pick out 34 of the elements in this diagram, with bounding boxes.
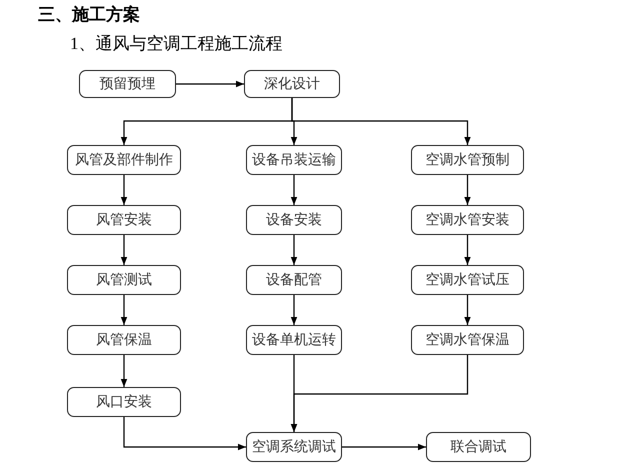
process-box: 空调水管试压: [411, 265, 524, 295]
process-box: 风管及部件制作: [67, 145, 181, 175]
process-box: 预留预埋: [79, 70, 176, 98]
arrow: [290, 175, 298, 205]
process-box: 设备吊装运输: [246, 145, 342, 175]
process-box: 空调水管预制: [411, 145, 524, 175]
arrow: [120, 175, 128, 205]
process-box: 设备配管: [246, 265, 342, 295]
arrow: [120, 355, 128, 387]
process-box: 空调系统调试: [246, 432, 342, 462]
arrow: [120, 295, 128, 325]
subheading: 1、通风与空调工程施工流程: [70, 33, 282, 55]
arrow: [176, 80, 244, 88]
process-box: 风口安装: [67, 387, 181, 417]
arrow: [464, 295, 471, 325]
process-box: 联合调试: [426, 432, 531, 462]
process-box: 空调水管保温: [411, 325, 524, 355]
section-heading: 三、施工方案: [38, 4, 140, 26]
process-box: 设备安装: [246, 205, 342, 235]
process-box: 风管测试: [67, 265, 181, 295]
process-box: 风管保温: [67, 325, 181, 355]
arrow: [123, 417, 246, 450]
process-box: 空调水管安装: [411, 205, 524, 235]
arrow: [290, 355, 468, 432]
arrow: [290, 235, 298, 265]
arrow: [290, 295, 298, 325]
arrow: [464, 235, 471, 265]
process-box: 设备单机运转: [246, 325, 342, 355]
arrow: [120, 235, 128, 265]
arrow: [291, 98, 471, 145]
process-box: 深化设计: [244, 70, 340, 98]
arrow: [464, 175, 471, 205]
arrow: [342, 444, 426, 450]
process-box: 风管安装: [67, 205, 181, 235]
